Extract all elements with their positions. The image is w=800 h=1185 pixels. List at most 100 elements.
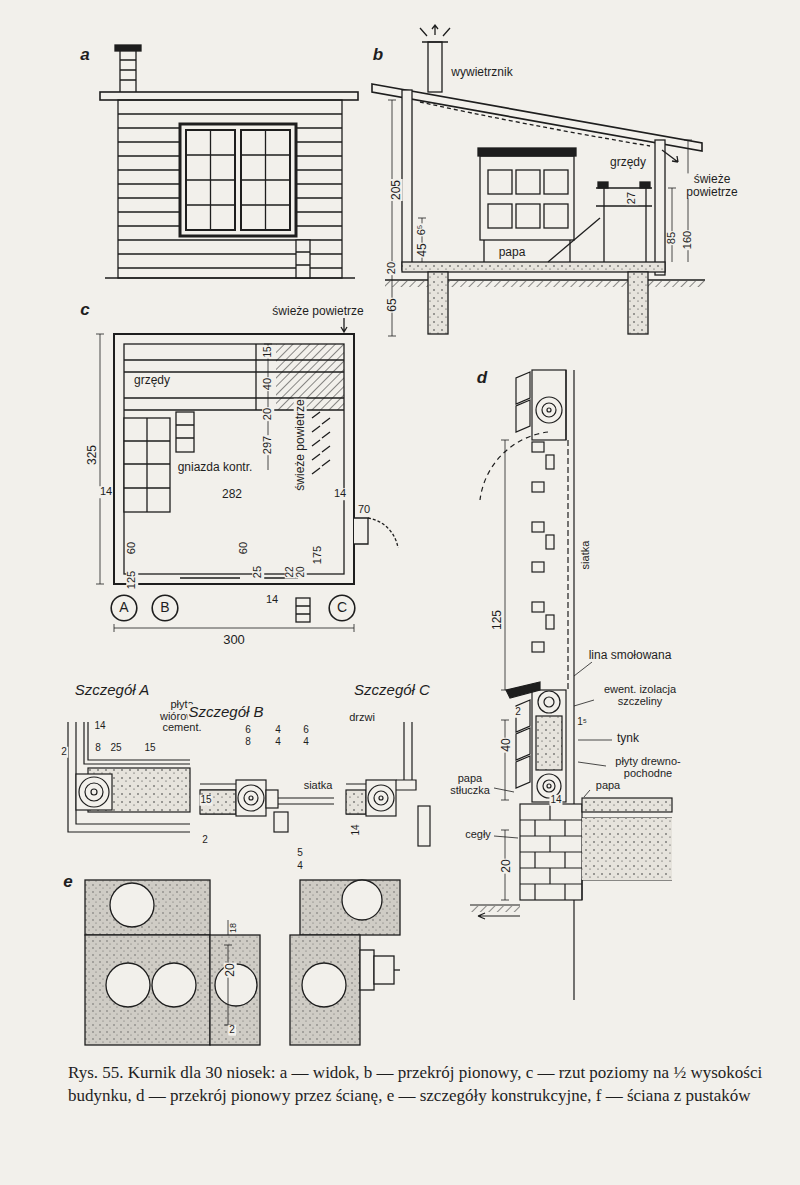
circle-outline <box>152 595 178 621</box>
front-view <box>115 45 141 51</box>
dimension-label: 14 <box>351 823 362 836</box>
dimension-label: 2 <box>60 747 68 758</box>
dimension-label: 282 <box>221 488 243 501</box>
wall-section <box>532 370 566 440</box>
wall-section <box>501 440 509 900</box>
block-detail <box>360 950 374 990</box>
section-view <box>402 262 665 272</box>
detail-letter: C <box>337 600 347 615</box>
wall-section <box>544 697 554 707</box>
joint-details <box>368 785 394 811</box>
section-view <box>420 25 450 42</box>
dimension-label: 297 <box>262 435 274 455</box>
joint-details <box>236 780 266 816</box>
wall-section <box>542 403 556 417</box>
wall-section <box>532 442 544 452</box>
wall-section <box>470 904 520 905</box>
floor-plan <box>176 412 194 452</box>
dimension-label: 6 <box>302 725 310 736</box>
dimension-label: 14 <box>99 486 113 498</box>
dimension-label: 60 <box>126 541 138 555</box>
wall-section <box>532 642 544 652</box>
floor-plan <box>368 518 398 548</box>
figure-caption: Rys. 55. Kurnik dla 30 niosek: a — widok… <box>68 1062 768 1108</box>
front-view <box>105 277 355 279</box>
dimension-label: 5 <box>296 848 304 859</box>
wall-section <box>532 690 566 802</box>
joint-details <box>266 790 278 808</box>
floor-plan <box>296 598 310 622</box>
part-label: drzwi <box>348 712 376 724</box>
section-view <box>488 204 512 228</box>
dimension-label: 205 <box>390 179 403 201</box>
front-view <box>186 130 290 230</box>
dimension-label: 14 <box>549 795 562 806</box>
front-view <box>100 92 358 100</box>
dimension-label: 6⁵ <box>416 224 428 237</box>
part-label: gniazda kontr. <box>177 461 254 474</box>
part-label: ewent. izolacja szczeliny <box>594 684 686 707</box>
joint-details <box>274 812 288 832</box>
callout-circle: C <box>328 594 356 622</box>
floor-plan <box>114 624 354 632</box>
floor-plan <box>96 318 398 632</box>
section-view <box>478 148 576 156</box>
wall-section <box>547 784 551 788</box>
callout-circle: B <box>151 594 179 622</box>
circle-outline <box>111 595 137 621</box>
dimension-label: 15 <box>199 795 212 806</box>
joint-details <box>418 806 430 846</box>
front-view <box>100 45 358 278</box>
dimension-label: 20 <box>386 261 398 275</box>
joint-details <box>249 796 253 800</box>
panel-letter: e <box>62 873 73 891</box>
dimension-label: 325 <box>86 444 99 466</box>
dimension-label: 2 <box>514 707 522 718</box>
detail-heading: Szczegół A <box>74 682 150 698</box>
section-view <box>488 170 512 194</box>
block-detail <box>210 935 260 1045</box>
panel-letter: c <box>79 301 90 319</box>
dimension-label: 15 <box>143 743 156 754</box>
joint-details <box>346 790 366 814</box>
dimension-label: 4 <box>302 737 310 748</box>
section-view <box>428 272 448 334</box>
floor-plan <box>341 318 347 332</box>
section-view <box>448 281 628 287</box>
dimension-label: 27 <box>626 191 638 205</box>
wall-section <box>547 408 551 412</box>
joint-details <box>366 780 396 816</box>
wall-section <box>516 372 530 432</box>
dimension-label: 20 <box>224 962 237 977</box>
dimension-label: 20 <box>296 565 307 578</box>
floor-plan <box>124 344 344 574</box>
floor-plan <box>124 418 170 512</box>
circle-outline <box>329 595 355 621</box>
dimension-label: 14 <box>265 594 279 606</box>
part-label: siatka <box>303 780 334 792</box>
block-detail <box>374 956 394 984</box>
part-label: papa <box>595 780 621 792</box>
part-label: lina smołowana <box>588 649 673 662</box>
block-detail <box>342 880 382 920</box>
block-detail <box>290 935 360 1045</box>
joint-details <box>200 790 236 814</box>
dimension-label: 125 <box>126 570 138 590</box>
floor-plan <box>180 577 298 578</box>
floor-plan <box>276 344 344 410</box>
dimension-label: 125 <box>491 609 504 631</box>
dimension-label: 2 <box>201 835 209 846</box>
floor-plan <box>124 418 170 512</box>
part-label: papa <box>498 246 527 259</box>
part-label: świeże powietrze <box>271 305 364 318</box>
dimension-label: 20 <box>262 407 274 421</box>
block-detail <box>300 880 400 935</box>
wall-section <box>470 906 520 912</box>
floor-plan <box>255 344 256 410</box>
detail-heading: Szczegół B <box>187 704 264 720</box>
dimension-label: 6 <box>244 725 252 736</box>
front-view <box>120 60 136 80</box>
section-view <box>372 25 705 336</box>
block-detail <box>85 880 210 935</box>
dimension-label: 60 <box>238 541 250 555</box>
